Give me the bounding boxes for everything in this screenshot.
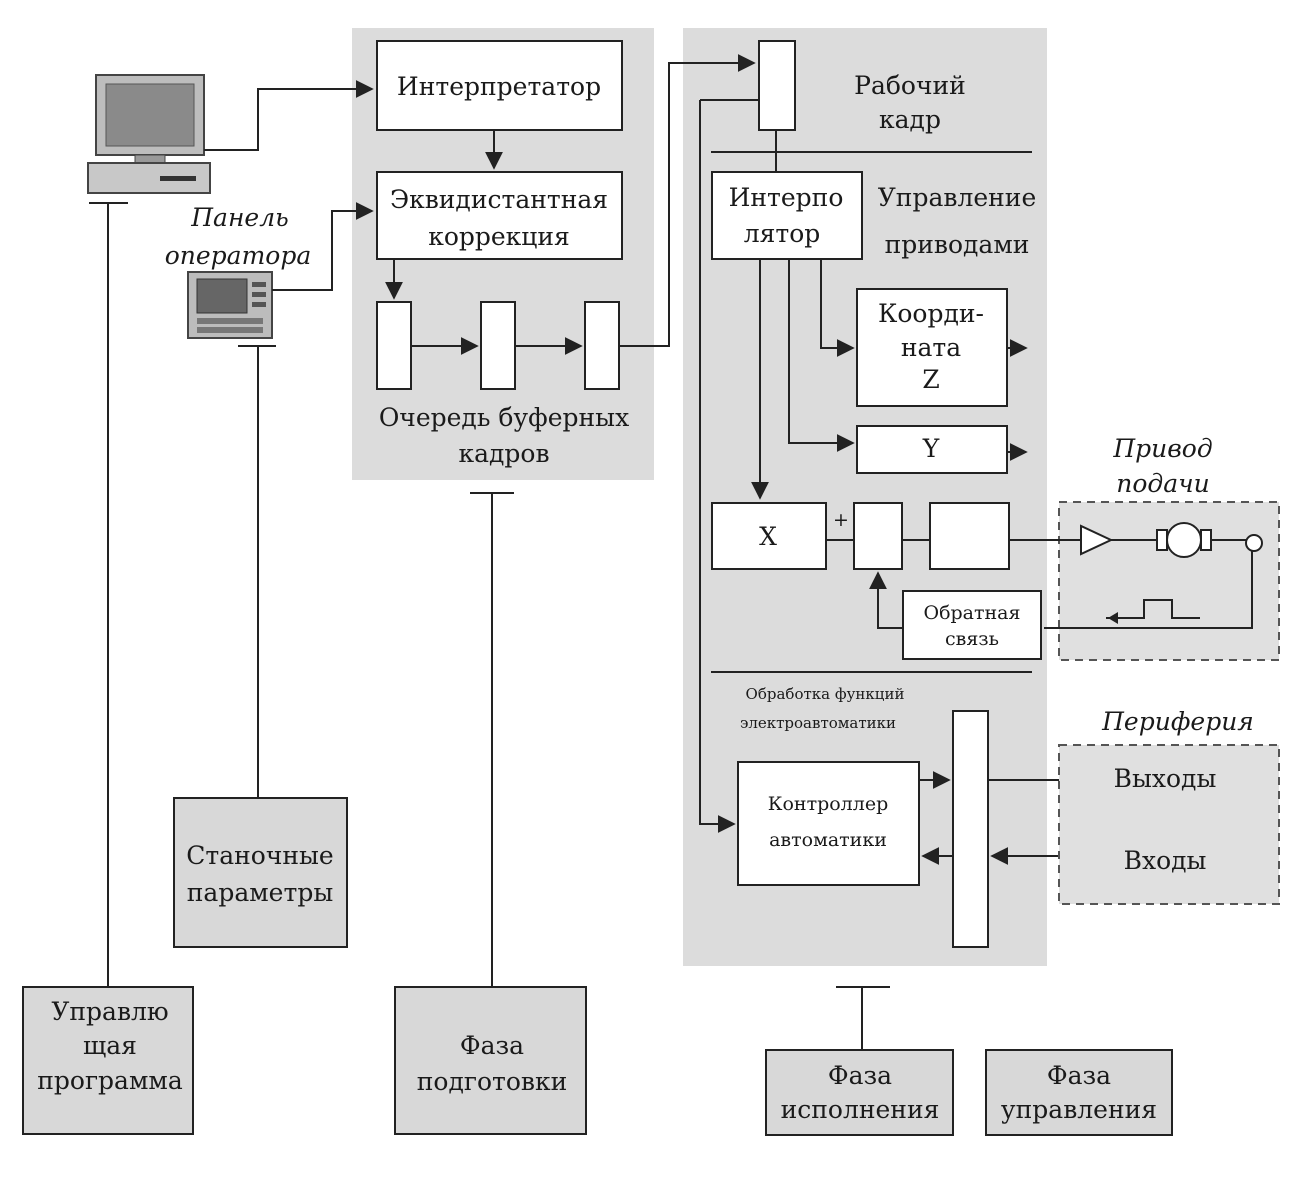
operator-panel-label-2: оператора — [165, 241, 312, 270]
amplifier-icon — [1080, 524, 1114, 556]
sensor-icon — [1245, 534, 1263, 552]
summing-node-box — [853, 502, 903, 570]
pulse-signal-icon — [1106, 599, 1200, 619]
feed-drive-label-1: Привод — [1112, 434, 1212, 463]
feedback-label-1: Обратная — [924, 602, 1021, 624]
control-program-label-3: программа — [37, 1066, 183, 1095]
feedback-box: Обратная связь — [902, 590, 1042, 660]
automation-controller-box: Контроллер автоматики — [737, 761, 920, 886]
coordinate-y-box: Y — [856, 425, 1008, 474]
buffer-frame-1 — [376, 301, 412, 390]
coord-z-label-3: Z — [922, 365, 939, 394]
control-panel-icon — [187, 271, 276, 347]
controller-label-2: автоматики — [769, 829, 887, 851]
automation-proc-label-2: электроавтоматики — [740, 714, 896, 732]
buffer-frame-2 — [480, 301, 516, 390]
feed-drive-area — [1058, 501, 1280, 661]
controller-label-1: Контроллер — [768, 793, 888, 815]
prep-phase-label-2: подготовки — [417, 1067, 568, 1096]
ctrl-phase-label-2: управления — [1001, 1095, 1157, 1124]
execution-phase-box: Фаза исполнения — [765, 1049, 954, 1136]
peripherals-area — [1058, 744, 1280, 905]
coord-y-label: Y — [922, 434, 940, 463]
queue-label-2: кадров — [458, 439, 549, 468]
outputs-label: Выходы — [1114, 764, 1217, 793]
work-frame-label-2: кадр — [879, 105, 941, 134]
feed-drive-label-2: подачи — [1116, 469, 1210, 498]
queue-label-1: Очередь буферных — [379, 403, 629, 432]
control-program-label-1: Управлю — [51, 997, 168, 1026]
preparation-phase-box: Фаза подготовки — [394, 986, 587, 1135]
work-frame-box — [758, 40, 796, 131]
coord-x-label: X — [759, 522, 777, 551]
coord-z-label-1: Коорди- — [878, 299, 984, 328]
coordinate-x-box: X — [711, 502, 827, 570]
exec-phase-label-2: исполнения — [781, 1095, 940, 1124]
peripherals-label: Периферия — [1101, 707, 1254, 736]
drive-control-label-1: Управление — [878, 183, 1037, 212]
coordinate-z-box: Коорди- ната Z — [856, 288, 1008, 407]
operator-panel-label-1: Панель — [190, 203, 289, 232]
buffer-frame-3 — [584, 301, 620, 390]
plus-sign: + — [833, 509, 849, 531]
control-program-label-2: щая — [83, 1031, 137, 1060]
inputs-label: Входы — [1124, 846, 1207, 875]
interpreter-box: Интерпретатор — [376, 40, 623, 131]
exec-phase-label-1: Фаза — [828, 1061, 892, 1090]
machine-params-label-1: Станочные — [186, 841, 333, 870]
control-phase-box: Фаза управления — [985, 1049, 1173, 1136]
feedback-label-2: связь — [945, 628, 999, 650]
equidistant-label-1: Эквидистантная — [390, 185, 608, 214]
regulator-box — [929, 502, 1010, 570]
prep-phase-label-1: Фаза — [460, 1031, 524, 1060]
io-bus-box — [952, 710, 989, 948]
computer-icon — [87, 74, 211, 204]
work-frame-label-1: Рабочий — [854, 71, 966, 100]
equidistant-correction-box: Эквидистантная коррекция — [376, 171, 623, 260]
machine-parameters-box: Станочные параметры — [173, 797, 348, 948]
interpolator-box: Интерпо лятор — [711, 171, 863, 260]
drive-control-label-2: приводами — [885, 230, 1030, 259]
ctrl-phase-label-1: Фаза — [1047, 1061, 1111, 1090]
interpreter-label: Интерпретатор — [397, 72, 601, 101]
coord-z-label-2: ната — [901, 333, 961, 362]
control-program-box: Управлю щая программа — [22, 986, 194, 1135]
interpolator-label-1: Интерпо — [729, 183, 844, 212]
motor-icon — [1156, 522, 1212, 558]
automation-proc-label-1: Обработка функций — [746, 685, 905, 703]
machine-params-label-2: параметры — [187, 878, 333, 907]
interpolator-label-2: лятор — [744, 219, 821, 248]
equidistant-label-2: коррекция — [428, 222, 570, 251]
